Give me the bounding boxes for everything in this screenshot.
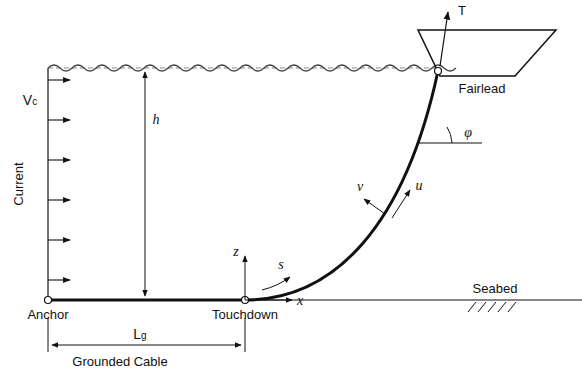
tension-arrow <box>440 12 448 66</box>
hatch-stroke <box>488 302 496 312</box>
current-profile <box>47 68 48 300</box>
anchor-point <box>45 297 52 304</box>
dimension-label: Lg <box>133 327 146 341</box>
axis-title: Current <box>12 162 25 205</box>
z-axis <box>245 256 246 300</box>
vessel-hull <box>418 30 556 76</box>
length-dimension <box>52 345 241 346</box>
current-arrows <box>48 80 70 280</box>
wave-line <box>48 65 456 71</box>
suspended-cable <box>245 71 438 300</box>
current-arrow <box>48 159 70 160</box>
grounded-cable <box>48 299 245 302</box>
symbol-label: Vc <box>23 93 37 107</box>
symbol-label: h <box>153 113 160 127</box>
point-label: Touchdown <box>212 308 278 321</box>
dimension-tick <box>48 318 49 352</box>
point-label: Fairlead <box>459 82 506 95</box>
hatch-stroke <box>478 302 486 312</box>
point-label: Anchor <box>27 308 68 321</box>
current-arrow <box>48 119 70 120</box>
force-label: T <box>458 4 466 17</box>
current-arrow <box>48 279 70 280</box>
seabed-hatching <box>468 302 516 312</box>
current-arrow <box>48 79 70 80</box>
seabed-line <box>48 299 582 300</box>
symbol-label: v <box>357 180 363 194</box>
angle-arc <box>447 127 452 143</box>
hatch-stroke <box>468 302 476 312</box>
dimension-tick <box>245 318 246 352</box>
symbol-label: φ <box>464 126 472 140</box>
fairlead-point <box>435 68 442 75</box>
current-arrow <box>48 199 70 200</box>
symbol-label: u <box>416 179 423 193</box>
dimension-label: Grounded Cable <box>72 355 167 368</box>
s-arrow <box>262 277 290 290</box>
current-arrow <box>48 239 70 240</box>
v-arrow <box>364 199 385 214</box>
symbol-label: s <box>278 258 283 272</box>
symbol-label: z <box>233 245 238 259</box>
region-label: Seabed <box>473 282 518 295</box>
x-axis <box>245 300 292 301</box>
u-arrow <box>392 190 410 218</box>
hatch-stroke <box>498 302 506 312</box>
angle-reference <box>419 143 482 144</box>
depth-dimension <box>145 72 146 296</box>
hatch-stroke <box>508 302 516 312</box>
symbol-label: x <box>297 294 303 308</box>
